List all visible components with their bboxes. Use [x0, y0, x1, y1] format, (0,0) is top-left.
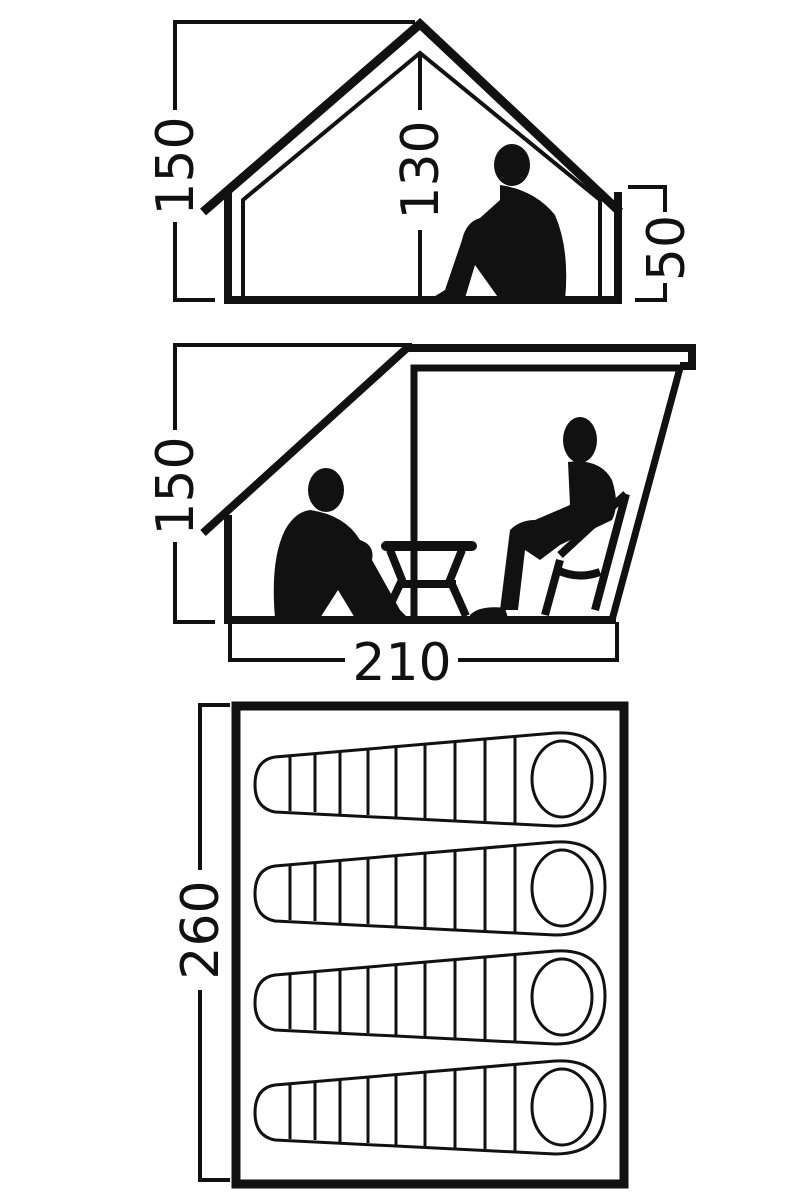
sleeping-bag [253, 731, 607, 828]
floor-plan [198, 701, 629, 1189]
front-wall-height-label: 50 [637, 215, 697, 281]
person-seated-front [432, 144, 567, 300]
floor-outline [231, 701, 629, 1189]
side-length-dim-line [228, 622, 619, 662]
person-seated-left [273, 468, 408, 618]
front-outer-height-dim-line [173, 20, 415, 302]
side-length-label: 210 [352, 633, 451, 693]
side-height-label: 150 [146, 436, 206, 535]
person-seated-chair [470, 417, 616, 618]
table [381, 541, 477, 618]
sleeping-bags [253, 731, 607, 1156]
front-roof-outer [200, 17, 624, 216]
side-roof [200, 344, 696, 536]
front-wall-height-dim-line [628, 185, 667, 302]
sleeping-bag [253, 840, 607, 937]
floor-width-dim-line [198, 703, 230, 1182]
side-height-dim-line [173, 343, 412, 624]
side-inner-roof [410, 364, 685, 621]
front-walls-floor [224, 192, 622, 304]
sleeping-bag [253, 1059, 607, 1156]
people-silhouettes [273, 144, 616, 618]
front-inner-height-label: 130 [391, 120, 451, 219]
side-walls-floor [224, 515, 616, 624]
floor-width-label: 260 [171, 880, 231, 979]
front-inner-tent [241, 50, 602, 298]
front-outer-height-label: 150 [146, 116, 206, 215]
sleeping-bag [253, 949, 607, 1046]
side-view [173, 343, 696, 662]
front-view [173, 17, 667, 304]
